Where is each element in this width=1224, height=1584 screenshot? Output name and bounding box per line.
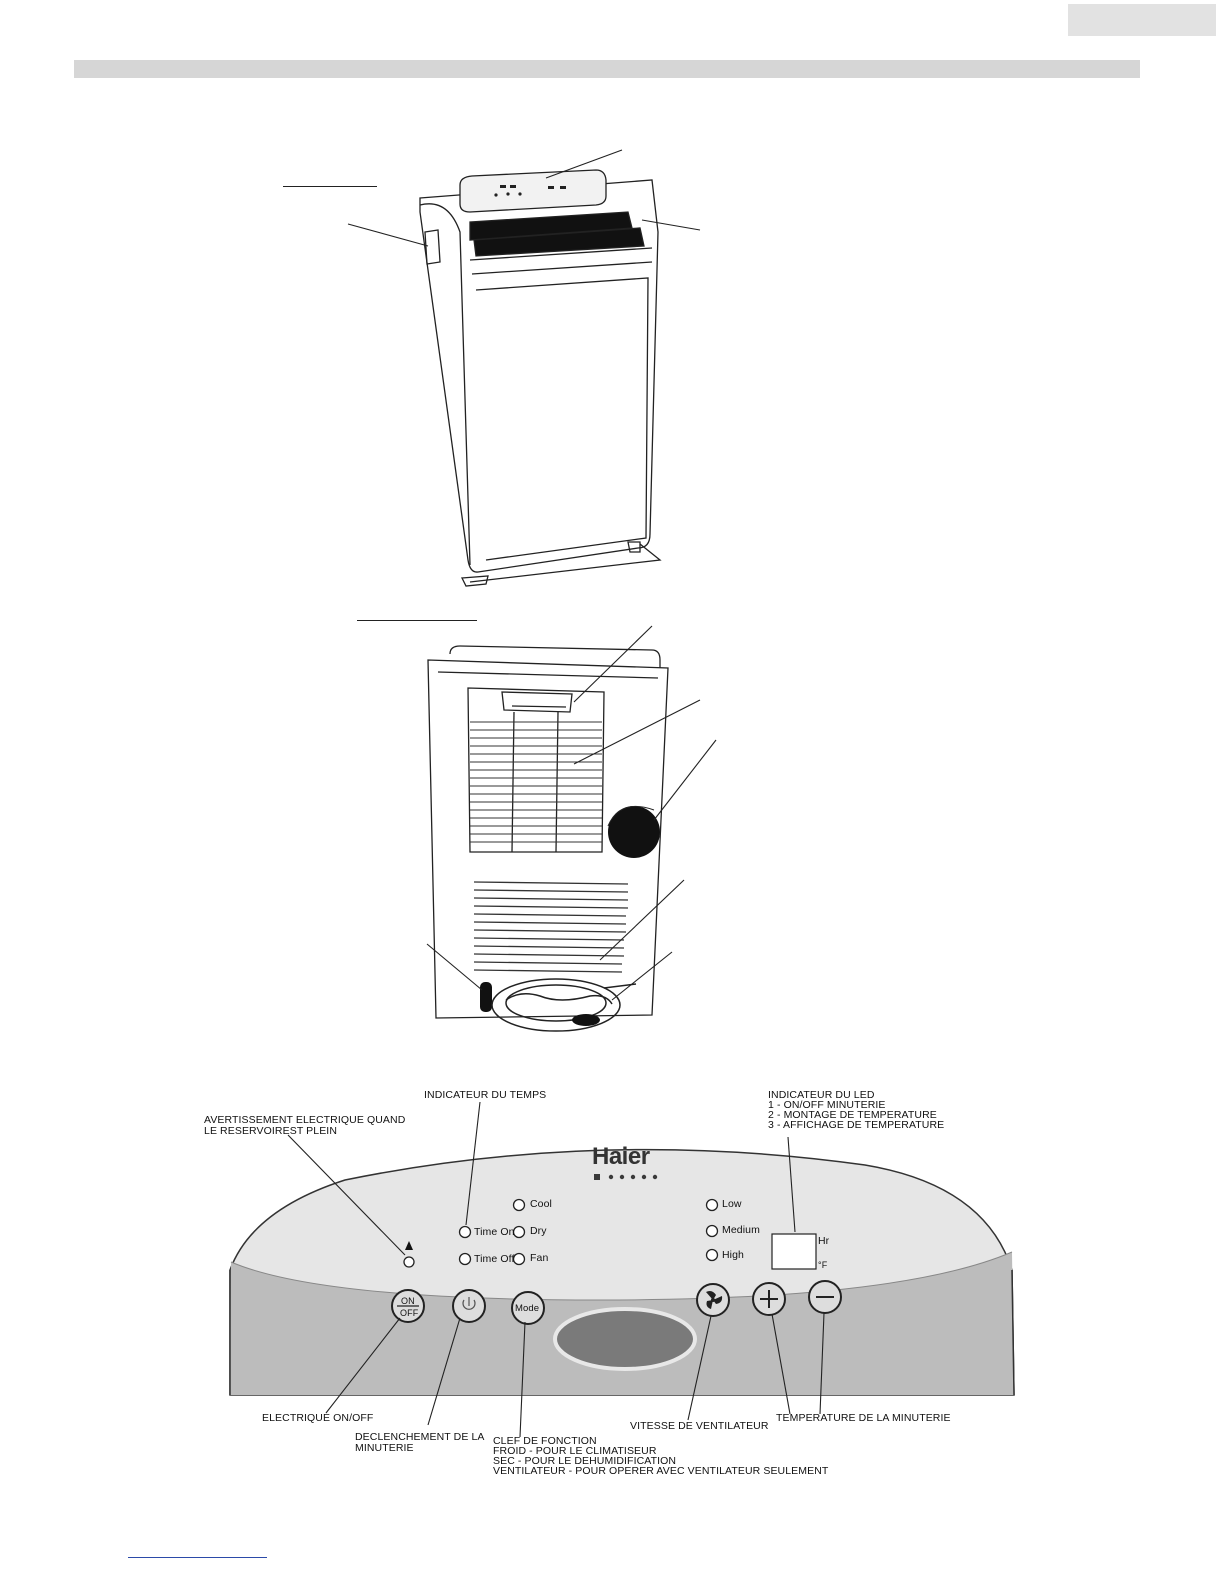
- on-off-button-on-label[interactable]: ON: [401, 1296, 415, 1306]
- section-header-bar: [74, 60, 1140, 78]
- mode-button-label[interactable]: Mode: [515, 1303, 540, 1314]
- annotation-timer-temperature: TEMPERATURE DE LA MINUTERIE: [776, 1412, 951, 1424]
- footer-link[interactable]: [128, 1557, 267, 1558]
- annotation-led-line1: INDICATEUR DU LED: [768, 1089, 875, 1101]
- annotation-fan-speed: VITESSE DE VENTILATEUR: [630, 1420, 769, 1432]
- annotation-function-key-line1: CLEF DE FONCTION: [493, 1435, 597, 1447]
- indicator-fan: Fan: [530, 1252, 549, 1264]
- annotation-power: ELECTRIQUE ON/OFF: [262, 1412, 374, 1424]
- annotation-warning-line1: AVERTISSEMENT ELECTRIQUE QUAND: [204, 1114, 406, 1126]
- annotation-warning-line2: LE RESERVOIREST PLEIN: [204, 1125, 338, 1137]
- annotation-function-key-line2: FROID - POUR LE CLIMATISEUR: [493, 1445, 657, 1457]
- on-off-button-off-label[interactable]: OFF: [400, 1308, 419, 1318]
- annotation-function-key-line4: VENTILATEUR - POUR OPERER AVEC VENTILATE…: [493, 1465, 829, 1477]
- annotation-led-line3: 2 - MONTAGE DE TEMPERATURE: [768, 1109, 937, 1121]
- front-view-title-underline: [283, 186, 377, 187]
- indicator-medium: Medium: [722, 1224, 760, 1236]
- annotation-time-indicator: INDICATEUR DU TEMPS: [424, 1089, 547, 1101]
- brand-logo: Haier: [592, 1143, 650, 1170]
- annotation-timer-trigger-line1: DECLENCHEMENT DE LA: [355, 1431, 485, 1443]
- annotation-timer-trigger-line2: MINUTERIE: [355, 1442, 414, 1454]
- display-hr-unit: Hr: [818, 1235, 830, 1247]
- indicator-high: High: [722, 1249, 744, 1261]
- indicator-time-on: Time On: [474, 1226, 515, 1238]
- indicator-time-off: Time Off: [474, 1253, 515, 1265]
- indicator-dry: Dry: [530, 1225, 547, 1237]
- rear-view-title-underline: [357, 620, 477, 621]
- display-degf-unit: °F: [818, 1260, 828, 1270]
- annotation-function-key-line3: SEC - POUR LE DEHUMIDIFICATION: [493, 1455, 677, 1467]
- page-tab: [1068, 4, 1216, 36]
- annotation-led-line4: 3 - AFFICHAGE DE TEMPERATURE: [768, 1119, 945, 1131]
- indicator-cool: Cool: [530, 1198, 552, 1210]
- annotation-led-line2: 1 - ON/OFF MINUTERIE: [768, 1099, 886, 1111]
- indicator-low: Low: [722, 1198, 742, 1210]
